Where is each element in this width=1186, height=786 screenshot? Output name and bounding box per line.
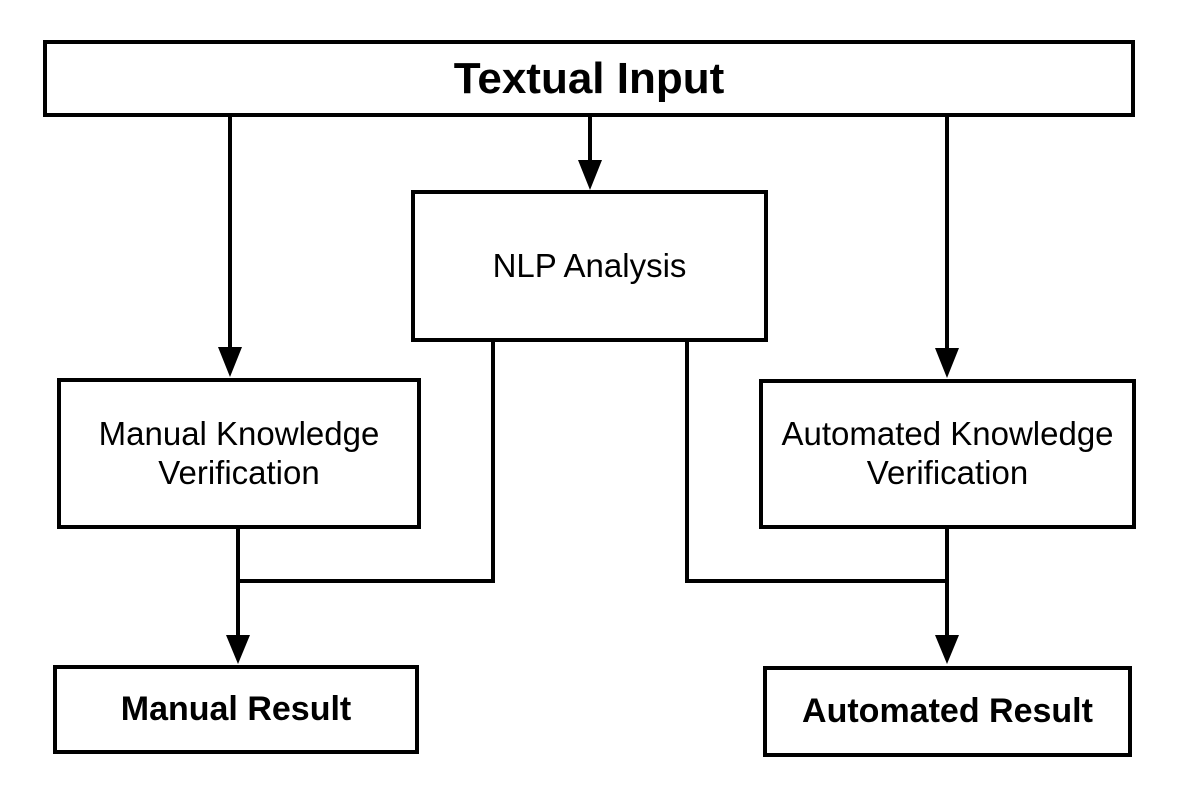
node-nlp-analysis-label: NLP Analysis bbox=[492, 246, 687, 284]
arrow-manual-knowledge-verification-to-manual-result bbox=[226, 527, 250, 664]
node-textual-input-label: Textual Input bbox=[453, 53, 725, 103]
node-automated-knowledge-verification: Automated Knowledge Verification bbox=[759, 379, 1136, 529]
node-manual-knowledge-verification-label: Manual Knowledge Verification bbox=[98, 414, 380, 491]
node-textual-input: Textual Input bbox=[43, 40, 1135, 117]
node-nlp-analysis: NLP Analysis bbox=[411, 190, 768, 342]
node-manual-knowledge-verification: Manual Knowledge Verification bbox=[57, 378, 421, 529]
node-automated-result-label: Automated Result bbox=[802, 692, 1093, 731]
arrow-textual-input-to-manual-knowledge-verification bbox=[218, 115, 242, 377]
node-manual-result: Manual Result bbox=[53, 665, 419, 754]
node-automated-result: Automated Result bbox=[763, 666, 1132, 757]
node-automated-knowledge-verification-label: Automated Knowledge Verification bbox=[781, 415, 1114, 491]
node-manual-result-label: Manual Result bbox=[120, 690, 352, 729]
arrow-textual-input-to-automated-knowledge-verification bbox=[935, 115, 959, 378]
arrow-textual-input-to-nlp-analysis bbox=[578, 115, 602, 190]
arrow-automated-knowledge-verification-to-automated-result bbox=[935, 527, 959, 664]
